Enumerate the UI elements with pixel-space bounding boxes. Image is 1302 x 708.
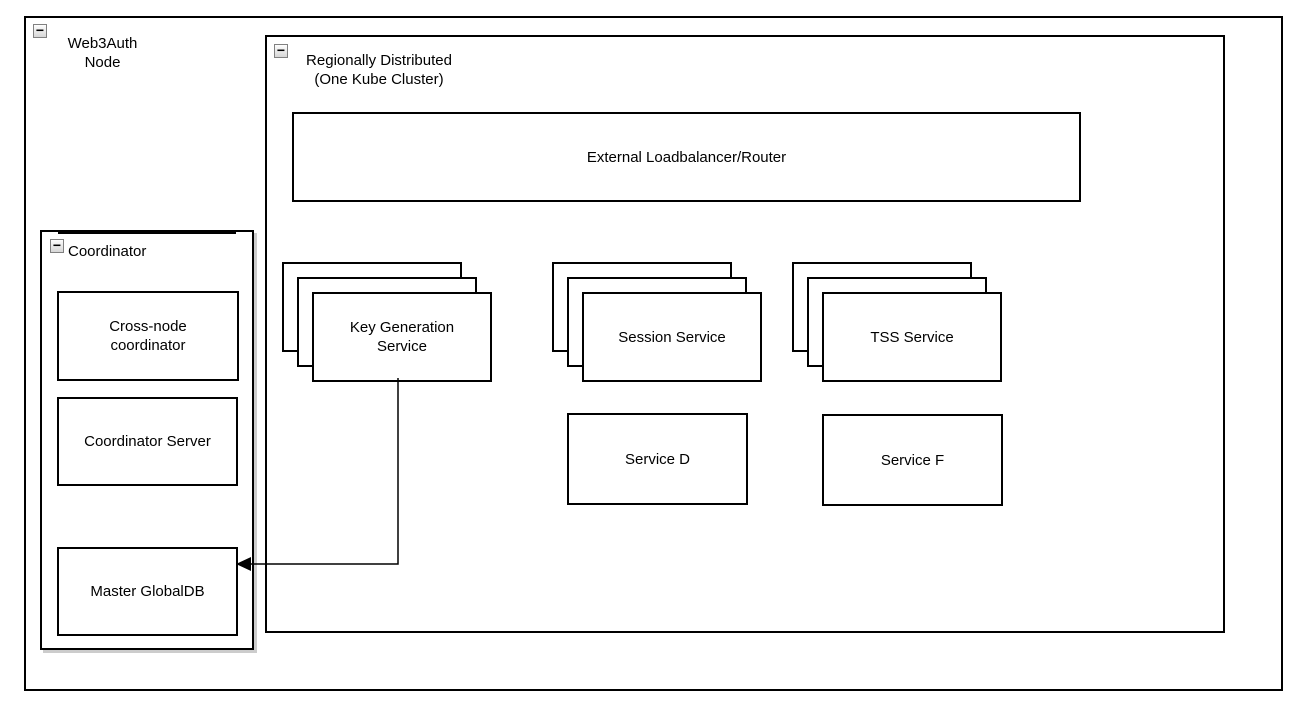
external-loadbalancer-label: External Loadbalancer/Router <box>586 148 787 166</box>
container-regionally-distributed[interactable]: − Regionally Distributed (One Kube Clust… <box>265 35 1225 633</box>
stack-tss-service[interactable]: TSS Service <box>792 262 1002 382</box>
container-web3auth-node[interactable]: − Web3Auth Node − Coordinator Cross-node… <box>24 16 1283 691</box>
stack-session-service[interactable]: Session Service <box>552 262 762 382</box>
container-coordinator[interactable]: − Coordinator Cross-node coordinator Coo… <box>40 230 254 650</box>
box-service-d[interactable]: Service D <box>567 413 748 505</box>
box-cross-node-coordinator[interactable]: Cross-node coordinator <box>57 291 239 381</box>
box-tss-service[interactable]: TSS Service <box>822 292 1002 382</box>
stack-key-generation-service[interactable]: Key Generation Service <box>282 262 492 382</box>
key-generation-service-label: Key Generation Service <box>349 319 455 355</box>
service-d-label: Service D <box>624 450 691 468</box>
collapse-icon[interactable]: − <box>274 43 288 58</box>
regionally-distributed-label: Regionally Distributed (One Kube Cluster… <box>306 52 452 88</box>
collapse-icon[interactable]: − <box>33 23 47 38</box>
web3auth-node-label: Web3Auth Node <box>67 35 138 71</box>
box-external-loadbalancer[interactable]: External Loadbalancer/Router <box>292 112 1081 202</box>
service-f-label: Service F <box>880 451 945 469</box>
box-key-generation-service[interactable]: Key Generation Service <box>312 292 492 382</box>
session-service-label: Session Service <box>618 328 726 346</box>
box-service-f[interactable]: Service F <box>822 414 1003 506</box>
coordinator-server-label: Coordinator Server <box>84 433 211 450</box>
master-globaldb-label: Master GlobalDB <box>90 583 205 600</box>
collapse-icon[interactable]: − <box>50 238 64 253</box>
cross-node-coordinator-label: Cross-node coordinator <box>109 318 187 354</box>
box-coordinator-server[interactable]: Coordinator Server <box>57 397 238 486</box>
tss-service-label: TSS Service <box>870 328 954 346</box>
box-master-globaldb[interactable]: Master GlobalDB <box>57 547 238 636</box>
box-session-service[interactable]: Session Service <box>582 292 762 382</box>
coordinator-label: Coordinator <box>68 243 147 260</box>
